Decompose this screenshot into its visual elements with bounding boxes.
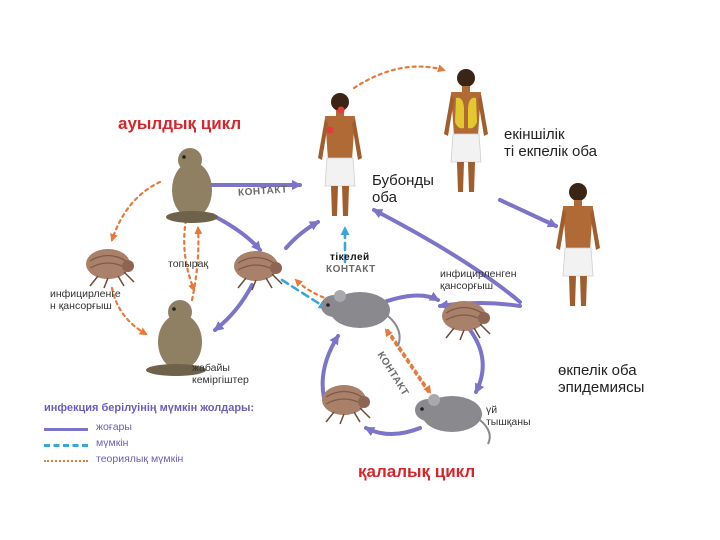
flea-left	[85, 248, 135, 289]
urban-cycle-title: қалалық цикл	[358, 462, 476, 481]
flea-bottom	[321, 384, 371, 425]
legend-label-theoretical: теориялық мүмкін	[96, 453, 184, 465]
legend-title: инфекция берілуінің мүмкін жолдары:	[44, 402, 255, 414]
arrow-flea-right-to-house	[468, 328, 485, 394]
pneumonic-epidemic-label: өкпелік оба эпидемиясы	[558, 362, 645, 397]
arrow-rodent-top-to-flea	[210, 213, 262, 252]
secondary-plague-label: екіншілік ті екпелік оба	[504, 126, 597, 161]
wild-rodent-top	[166, 148, 218, 223]
wild-rodents-label: жабайы кеміргіштер	[192, 362, 249, 387]
arrow-contact-diag-2	[384, 328, 430, 394]
arrow-flea-to-rodent-bottom	[213, 283, 254, 332]
soil-label: топырақ	[168, 258, 209, 270]
direct-contact-label-2: КОНТАКТ	[326, 264, 376, 275]
house-mouse	[415, 394, 491, 445]
infected-flea-right-label: инфицирленген қансорғыш	[440, 268, 517, 293]
legend-swatch-possible	[44, 444, 88, 447]
direct-contact-label-1: тікелей	[330, 252, 370, 263]
arrow-house-to-flea-bottom	[364, 426, 422, 437]
arrow-mouse-to-man	[294, 278, 332, 302]
flea-center	[233, 250, 283, 291]
orange-arrows	[110, 64, 446, 394]
arrow-flea-bottom-to-mouse	[320, 334, 340, 400]
arrow-rodent-top-to-flea-left	[110, 180, 162, 242]
rural-cycle-title: ауылдық цикл	[118, 114, 242, 133]
arrow-mouse-to-flea-right	[382, 291, 440, 304]
man-secondary	[443, 68, 489, 193]
wild-rodent-bottom	[146, 300, 206, 376]
man-bubonic	[317, 92, 363, 217]
arrow-flea-left-to-rodent-bottom	[110, 286, 148, 336]
arrow-man-to-secondary	[352, 64, 446, 90]
infected-flea-left-label: инфицирленге н қансорғыш	[50, 288, 121, 313]
legend-swatch-high	[44, 428, 88, 431]
arrow-contact-diag-1	[386, 328, 432, 394]
mouse-center	[321, 290, 401, 347]
man-pneumonic	[555, 182, 601, 307]
arrow-flea-to-man	[284, 220, 320, 250]
arrow-soil-2	[190, 226, 203, 302]
arrow-pneumonic-to-bubonic	[372, 208, 522, 304]
bubonic-plague-label: Бубонды оба	[372, 172, 434, 207]
legend-label-possible: мүмкін	[96, 437, 129, 449]
flea-right	[441, 300, 491, 341]
legend-label-high: жоғары	[96, 421, 132, 433]
arrow-flea-to-mouse	[280, 278, 328, 310]
legend-swatch-theoretical	[44, 460, 88, 462]
arrow-pneumonic-to-mouse	[438, 299, 522, 310]
arrow-soil-1	[183, 218, 196, 292]
arrow-secondary-to-pneumonic	[498, 198, 558, 228]
blue-arrows	[280, 226, 350, 310]
house-mouse-label: үй тышқаны	[486, 404, 531, 429]
